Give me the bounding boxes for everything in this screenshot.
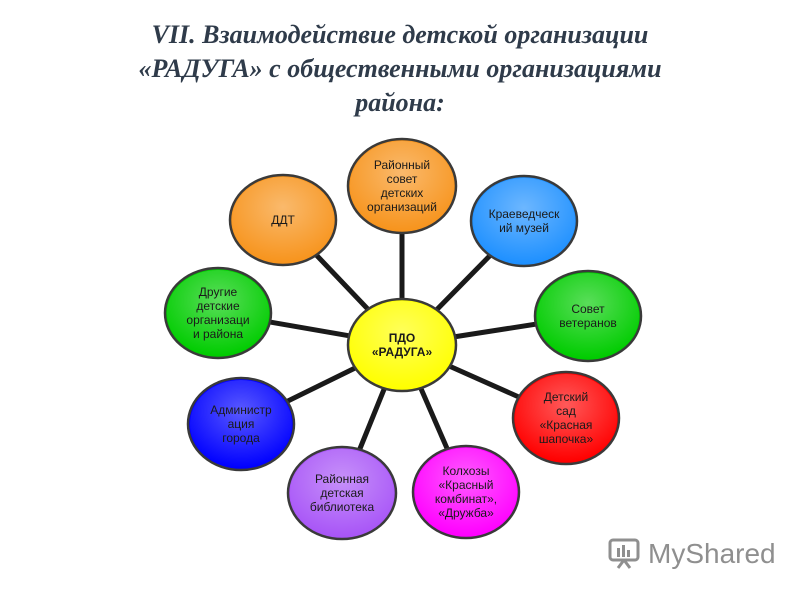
node-other-orgs-highlight xyxy=(167,270,269,356)
node-district-council-highlight xyxy=(350,141,454,231)
center-node-label: ПДО «РАДУГА» xyxy=(371,331,433,359)
slide-title: VII. Взаимодействие детской организации … xyxy=(40,18,760,120)
node-label-local-museum: Краеведческ ий музей xyxy=(488,207,560,235)
title-line-1: VII. Взаимодействие детской организации xyxy=(151,20,649,49)
node-label-ddt: ДДТ xyxy=(271,213,295,227)
myshared-logo-text: MyShared xyxy=(648,538,776,569)
node-collective-farms-highlight xyxy=(415,448,517,536)
center-node-highlight xyxy=(350,301,454,389)
title-line-3: района: xyxy=(355,88,445,117)
node-ddt-highlight xyxy=(232,177,334,263)
node-kindergarten-highlight xyxy=(515,374,617,462)
node-label-district-library: Районная детская библиотека xyxy=(309,472,375,514)
myshared-logo-icon xyxy=(608,538,640,569)
node-label-district-council: Районный совет детских организаций xyxy=(367,158,437,214)
node-label-city-administration: Администр ация города xyxy=(210,403,272,445)
node-label-other-orgs: Другие детские организаци и района xyxy=(186,285,250,341)
node-city-administration-highlight xyxy=(190,380,292,468)
title-line-2: «РАДУГА» с общественными организациями xyxy=(138,54,662,83)
node-local-museum-highlight xyxy=(473,178,575,264)
myshared-logo: MyShared xyxy=(608,536,776,572)
node-veterans-council-highlight xyxy=(537,273,639,359)
node-label-kindergarten: Детский сад «Красная шапочка» xyxy=(538,390,594,446)
node-district-library-highlight xyxy=(290,449,394,537)
node-label-veterans-council: Совет ветеранов xyxy=(559,302,617,330)
node-label-collective-farms: Колхозы «Красный комбинат», «Дружба» xyxy=(434,464,498,520)
